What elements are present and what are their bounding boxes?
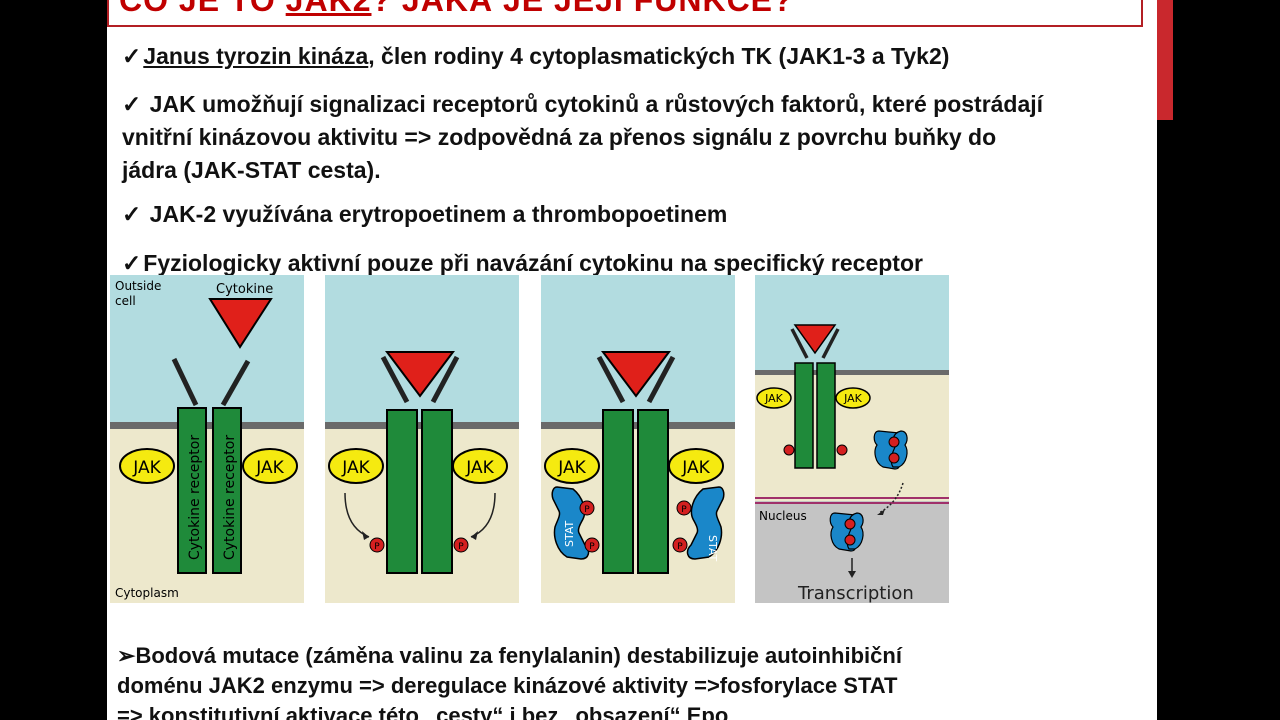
bottom-line-3: => konstitutivní aktivace této „cesty“ i… bbox=[117, 703, 729, 720]
bullet-3: ✓ JAK-2 využívána erytropoetinem a throm… bbox=[122, 198, 1157, 231]
jak-icon bbox=[756, 387, 792, 409]
outside-cell-label: Outside bbox=[115, 279, 161, 293]
bullet-3-text: JAK-2 využívána erytropoetinem a thrombo… bbox=[149, 201, 728, 227]
jak-icon bbox=[328, 448, 384, 484]
bullet-1: ✓Janus tyrozin kináza, člen rodiny 4 cyt… bbox=[122, 40, 1157, 73]
cytokine-icon bbox=[601, 351, 671, 398]
receptor-right bbox=[421, 409, 453, 574]
bullet-2-line-1: JAK umožňují signalizaci receptorů cytok… bbox=[149, 91, 1044, 117]
slide: CO JE TO JAK2? JAKÁ JE JEJÍ FUNKCE? ✓Jan… bbox=[107, 0, 1157, 720]
bottom-line-2: doménu JAK2 enzymu => deregulace kinázov… bbox=[117, 673, 898, 698]
diagram-panel-3: JAK JAK STAT STAT P P P P bbox=[541, 275, 735, 603]
check-icon: ✓ bbox=[122, 201, 142, 227]
cytoplasm-label: Cytoplasm bbox=[115, 586, 179, 600]
receptor-right bbox=[637, 409, 669, 574]
receptor-left bbox=[177, 407, 207, 574]
receptor-left bbox=[794, 362, 814, 469]
receptor-label: Cytokine receptor bbox=[187, 435, 203, 560]
bullet-1-emphasis: Janus tyrozin kináza bbox=[143, 43, 369, 69]
bullet-2-line-2: vnitřní kinázovou aktivitu => zodpovědná… bbox=[122, 124, 997, 150]
stat-icon bbox=[551, 486, 590, 560]
phospho-label-3: P bbox=[681, 505, 687, 515]
jak-label-2: JAK bbox=[465, 458, 494, 478]
diagram-panel-2: JAK JAK P P bbox=[325, 275, 519, 603]
bullet-4: ✓Fyziologicky aktivní pouze při navázání… bbox=[122, 247, 1157, 280]
phospho-label-2: P bbox=[589, 542, 595, 552]
check-icon: ✓ bbox=[122, 250, 142, 276]
stat-label-2: STAT bbox=[706, 535, 719, 562]
check-icon: ✓ bbox=[122, 43, 142, 69]
diagram-panel-4: JAK JAK Nucleus Transcription bbox=[755, 275, 949, 604]
title-part-2: JAK2 bbox=[285, 0, 372, 18]
receptor-right bbox=[816, 362, 836, 469]
cytokine-label: Cytokine bbox=[216, 282, 273, 297]
receptor-left bbox=[602, 409, 634, 574]
phospho-label: P bbox=[374, 542, 380, 552]
transcription-label: Transcription bbox=[797, 583, 914, 603]
jak-label-2: JAK bbox=[255, 458, 284, 478]
cytokine-icon bbox=[208, 298, 273, 349]
phospho-label-2: P bbox=[458, 542, 464, 552]
jak-label: JAK bbox=[764, 392, 784, 405]
jak-label-2: JAK bbox=[681, 458, 710, 478]
accent-bar bbox=[1157, 0, 1173, 120]
jak-icon bbox=[668, 448, 724, 484]
jak-icon bbox=[835, 387, 871, 409]
jak-label: JAK bbox=[557, 458, 586, 478]
title-part-1: CO JE TO bbox=[119, 0, 286, 18]
stat-label: STAT bbox=[563, 520, 576, 547]
cytokine-icon bbox=[385, 351, 455, 398]
jak-label-2: JAK bbox=[843, 392, 863, 405]
nucleus-label: Nucleus bbox=[759, 509, 807, 523]
receptor-right bbox=[212, 407, 242, 574]
check-icon: ✓ bbox=[122, 91, 142, 117]
jak-icon bbox=[242, 448, 298, 484]
title-part-3: ? JAKÁ JE JEJÍ FUNKCE? bbox=[371, 0, 794, 18]
stat-icon bbox=[686, 486, 725, 560]
arrow-bullet-icon: ➢ bbox=[117, 643, 136, 668]
outside-cell-label-2: cell bbox=[115, 294, 136, 308]
bullet-1-text: , člen rodiny 4 cytoplasmatických TK (JA… bbox=[368, 43, 950, 69]
slide-title: CO JE TO JAK2? JAKÁ JE JEJÍ FUNKCE? bbox=[119, 0, 794, 19]
jak-icon bbox=[544, 448, 600, 484]
receptor-label-2: Cytokine receptor bbox=[222, 435, 238, 560]
cytokine-icon bbox=[793, 324, 837, 355]
phospho-label-4: P bbox=[677, 542, 683, 552]
jak-label: JAK bbox=[132, 458, 161, 478]
bottom-note: ➢Bodová mutace (záměna valinu za fenylal… bbox=[117, 641, 902, 720]
receptor-left bbox=[386, 409, 418, 574]
jak-icon bbox=[452, 448, 508, 484]
bullet-4-text: Fyziologicky aktivní pouze při navázání … bbox=[143, 250, 923, 276]
phospho-label: P bbox=[584, 505, 590, 515]
jak-icon bbox=[119, 448, 175, 484]
title-box bbox=[107, 0, 1143, 27]
diagram-panel-1: Outside cell Cytokine Cytokine receptor … bbox=[110, 275, 304, 603]
jak-label: JAK bbox=[341, 458, 370, 478]
bullet-2-line-3: jádra (JAK-STAT cesta). bbox=[122, 157, 381, 183]
bullet-2: ✓ JAK umožňují signalizaci receptorů cyt… bbox=[122, 88, 1157, 187]
bottom-line-1: Bodová mutace (záměna valinu za fenylala… bbox=[135, 643, 902, 668]
